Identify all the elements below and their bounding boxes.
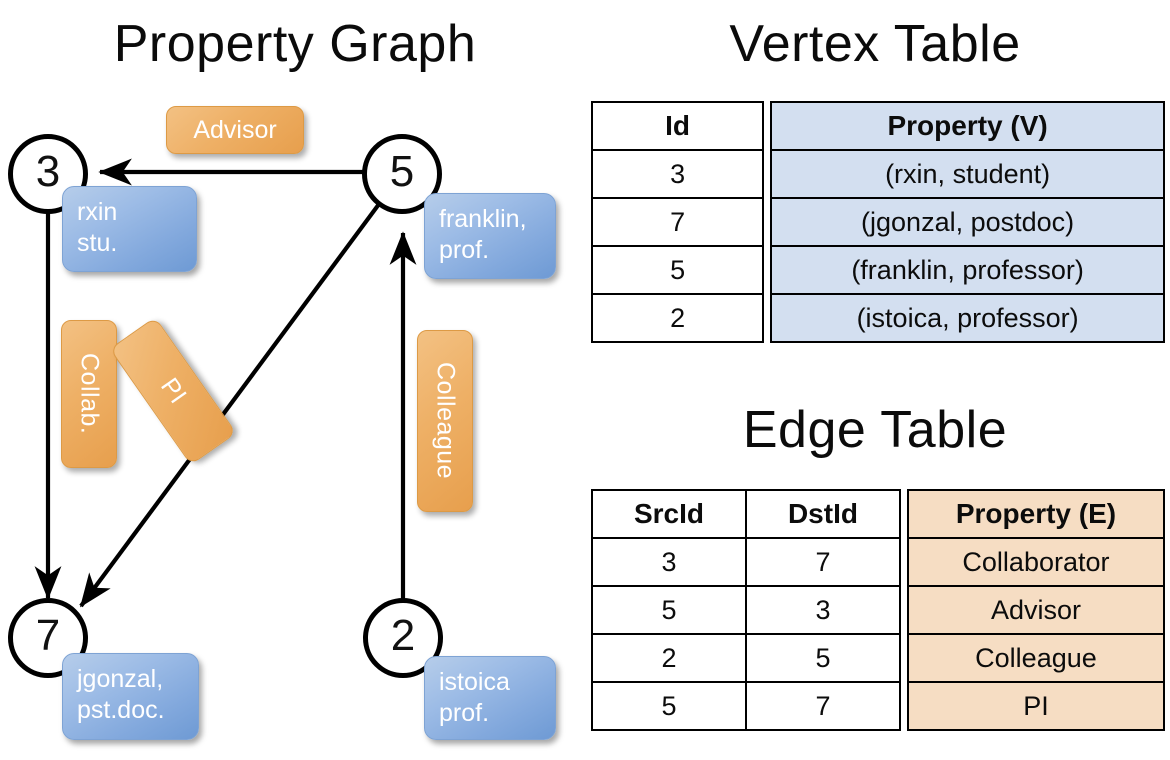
column-separator bbox=[763, 102, 772, 150]
table-row: 2 (istoica, professor) bbox=[590, 293, 1165, 343]
property-graph-edges bbox=[34, 158, 417, 613]
column-separator bbox=[899, 490, 908, 538]
node-property-box-jgonzal[interactable]: jgonzal, pst.doc. bbox=[62, 653, 199, 740]
page-title-vertex-table: Vertex Table bbox=[729, 15, 1021, 73]
vertex-row-1-id: 7 bbox=[590, 197, 765, 247]
edge-row-0-dst: 7 bbox=[744, 537, 901, 587]
page-title-property-graph: Property Graph bbox=[113, 15, 477, 73]
edge-row-1-dst: 3 bbox=[744, 585, 901, 635]
edge-label-pi-text: PI bbox=[154, 372, 192, 409]
edge-label-collab-text: Collab. bbox=[75, 353, 104, 435]
vertex-table: Id Property (V) 3 (rxin, student) 7 (jgo… bbox=[590, 101, 1165, 343]
edge-table-header-srcid: SrcId bbox=[591, 489, 747, 539]
edge-row-2-src: 2 bbox=[591, 633, 747, 683]
node-property-istoica-line2: prof. bbox=[439, 698, 490, 727]
edge-label-advisor[interactable]: Advisor bbox=[166, 106, 304, 154]
column-separator bbox=[763, 246, 772, 294]
edge-5-to-7-pi bbox=[79, 198, 384, 608]
column-separator bbox=[899, 538, 908, 586]
edge-label-collab[interactable]: Collab. bbox=[61, 320, 117, 468]
column-separator bbox=[899, 634, 908, 682]
table-row: 5 7 PI bbox=[591, 681, 1166, 731]
column-separator bbox=[899, 586, 908, 634]
edge-label-advisor-text: Advisor bbox=[193, 115, 277, 144]
vertex-row-3-id: 2 bbox=[590, 293, 765, 343]
node-property-jgonzal-line2: pst.doc. bbox=[77, 695, 165, 724]
graph-node-3-id: 3 bbox=[35, 147, 61, 196]
edge-table-header-dstid: DstId bbox=[744, 489, 901, 539]
table-row: 7 (jgonzal, postdoc) bbox=[590, 197, 1165, 247]
graph-node-5-id: 5 bbox=[389, 147, 415, 196]
vertex-table-header-property: Property (V) bbox=[770, 101, 1165, 151]
edge-label-colleague-text: Colleague bbox=[431, 362, 460, 480]
column-separator bbox=[763, 198, 772, 246]
table-header-row: Id Property (V) bbox=[590, 101, 1165, 151]
vertex-table-header-id: Id bbox=[590, 101, 765, 151]
graph-node-2-id: 2 bbox=[390, 611, 416, 660]
node-property-box-rxin[interactable]: rxin stu. bbox=[62, 186, 197, 272]
edge-row-0-property: Collaborator bbox=[906, 537, 1166, 587]
edge-row-1-property: Advisor bbox=[906, 585, 1166, 635]
edge-row-3-dst: 7 bbox=[744, 681, 901, 731]
node-property-rxin-line1: rxin bbox=[77, 198, 118, 226]
graph-node-5[interactable]: 5 bbox=[362, 134, 442, 214]
edge-row-1-src: 5 bbox=[591, 585, 747, 635]
vertex-row-1-property: (jgonzal, postdoc) bbox=[770, 197, 1165, 247]
column-separator bbox=[899, 682, 908, 730]
table-row: 5 (franklin, professor) bbox=[590, 245, 1165, 295]
vertex-row-2-property: (franklin, professor) bbox=[770, 245, 1165, 295]
vertex-row-2-id: 5 bbox=[590, 245, 765, 295]
page-title-edge-table: Edge Table bbox=[742, 401, 1008, 459]
node-property-box-franklin[interactable]: franklin, prof. bbox=[424, 193, 556, 279]
node-property-rxin-line2: stu. bbox=[77, 228, 118, 257]
node-property-istoica-line1: istoica bbox=[439, 668, 510, 696]
edge-row-3-src: 5 bbox=[591, 681, 747, 731]
vertex-row-0-id: 3 bbox=[590, 149, 765, 199]
graph-node-7-id: 7 bbox=[35, 611, 61, 660]
node-property-box-istoica[interactable]: istoica prof. bbox=[424, 656, 556, 740]
table-row: 3 (rxin, student) bbox=[590, 149, 1165, 199]
table-row: 2 5 Colleague bbox=[591, 633, 1166, 683]
edge-table: SrcId DstId Property (E) 3 7 Collaborato… bbox=[591, 489, 1166, 731]
table-row: 5 3 Advisor bbox=[591, 585, 1166, 635]
vertex-row-0-property: (rxin, student) bbox=[770, 149, 1165, 199]
column-separator bbox=[763, 294, 772, 342]
node-property-franklin-line1: franklin, bbox=[439, 205, 527, 233]
node-property-franklin-line2: prof. bbox=[439, 235, 490, 264]
edge-row-3-property: PI bbox=[906, 681, 1166, 731]
graph-node-2[interactable]: 2 bbox=[363, 598, 443, 678]
table-header-row: SrcId DstId Property (E) bbox=[591, 489, 1166, 539]
node-property-jgonzal-line1: jgonzal, bbox=[77, 665, 164, 693]
edge-label-colleague[interactable]: Colleague bbox=[417, 330, 473, 512]
column-separator bbox=[763, 150, 772, 198]
edge-table-header-property: Property (E) bbox=[906, 489, 1166, 539]
edge-row-0-src: 3 bbox=[591, 537, 747, 587]
edge-row-2-dst: 5 bbox=[744, 633, 901, 683]
edge-row-2-property: Colleague bbox=[906, 633, 1166, 683]
vertex-row-3-property: (istoica, professor) bbox=[770, 293, 1165, 343]
table-row: 3 7 Collaborator bbox=[591, 537, 1166, 587]
